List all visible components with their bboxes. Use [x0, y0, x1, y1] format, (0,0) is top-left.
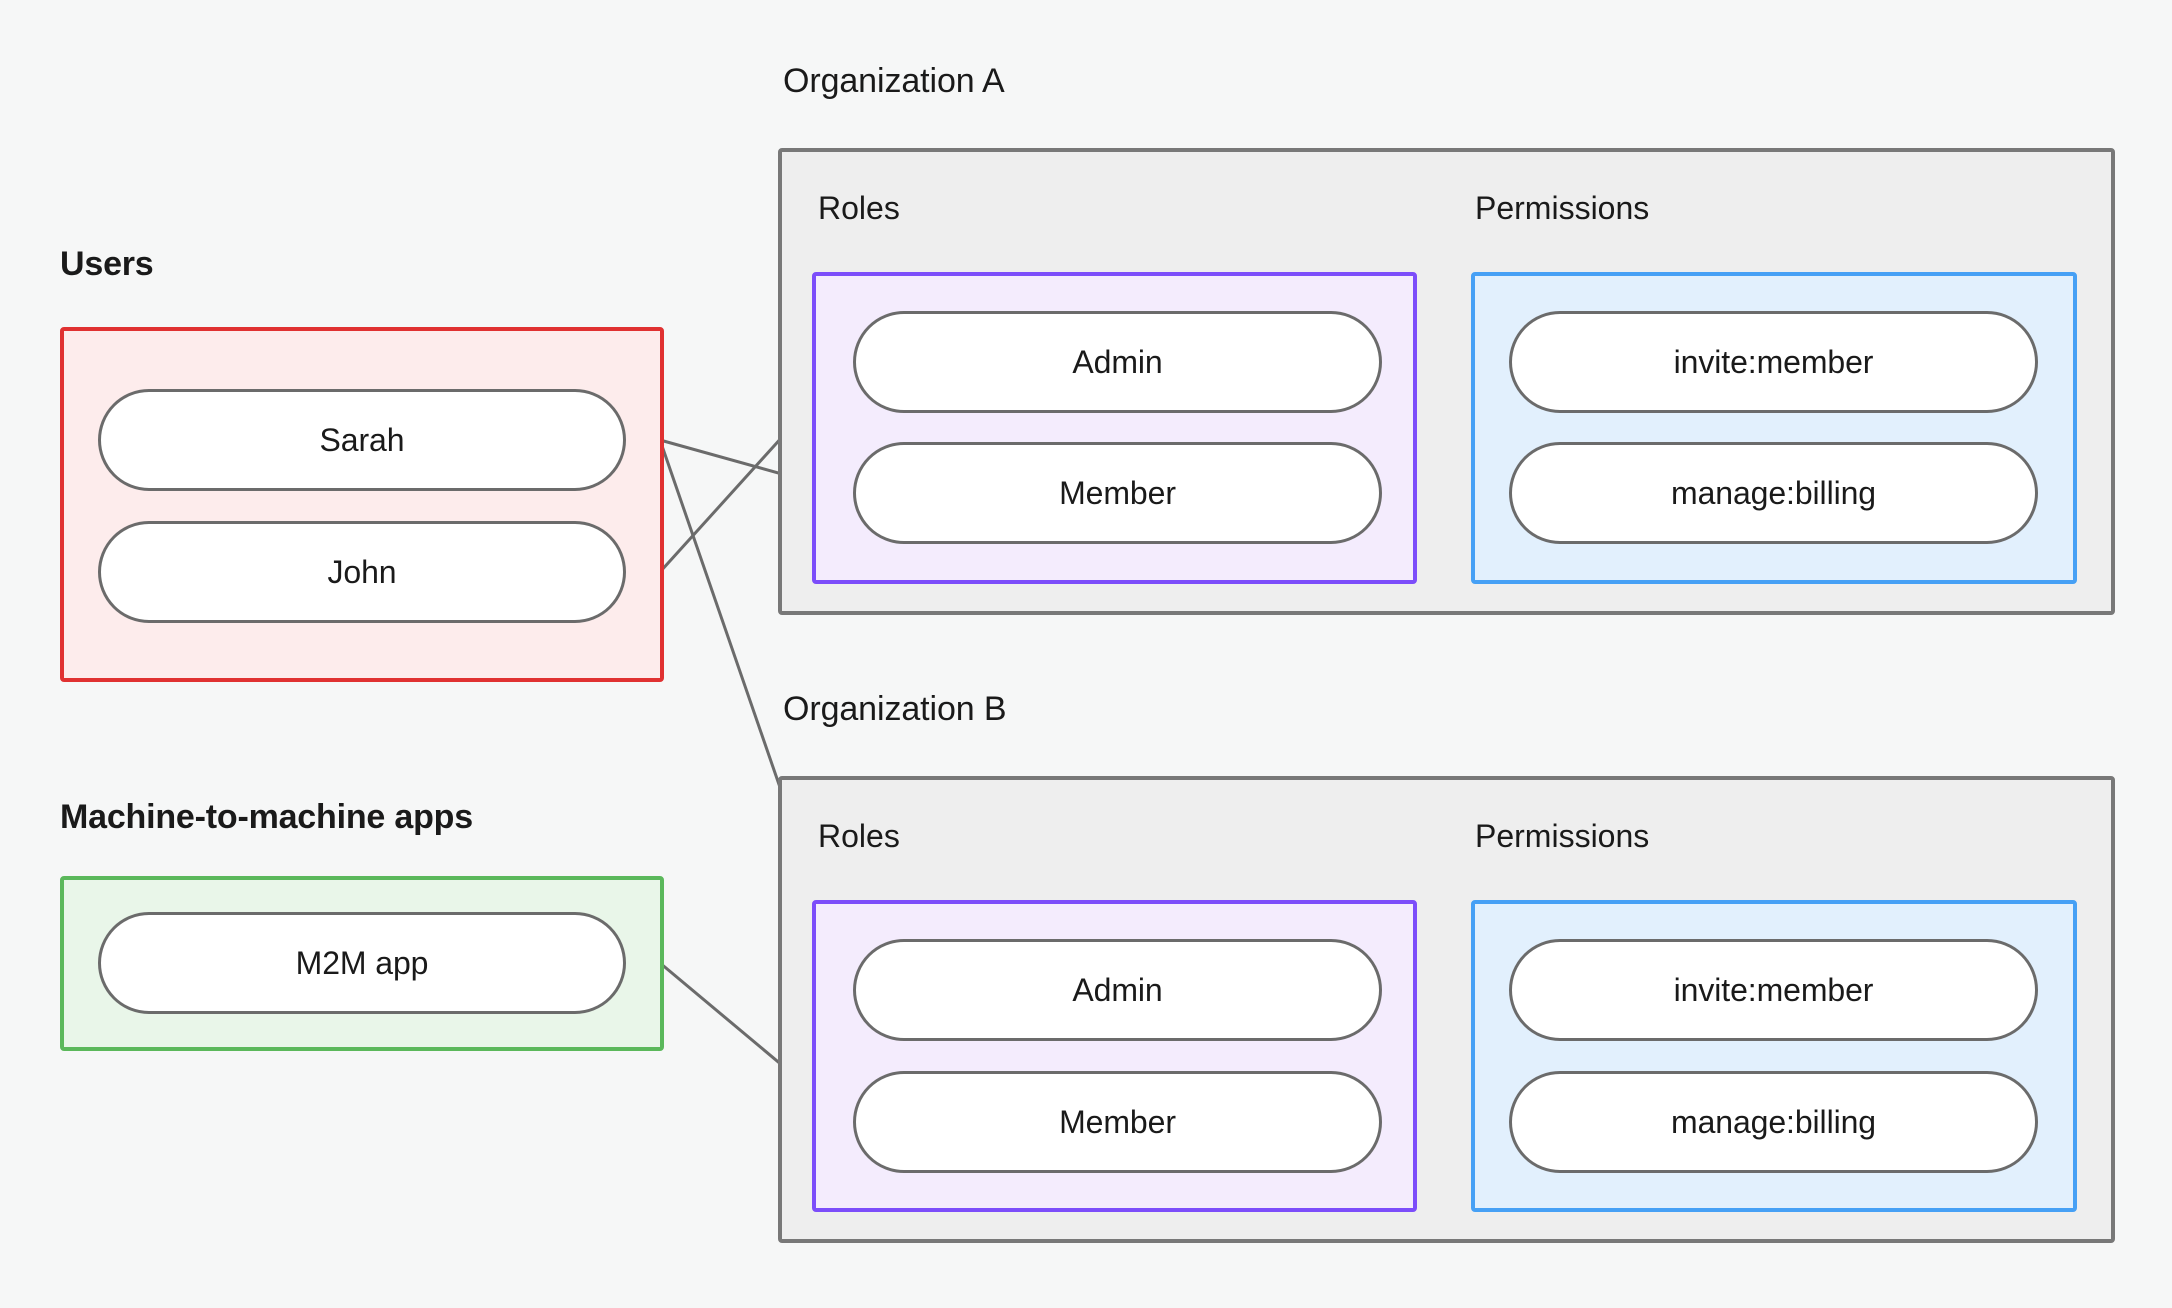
org-b-permissions-label: Permissions	[1475, 818, 1650, 854]
org-b-permission-manage-billing[interactable]: manage:billing	[1509, 1071, 2038, 1173]
m2m-section-title: Machine-to-machine apps	[60, 798, 473, 836]
org-a-role-member[interactable]: Member	[853, 442, 1382, 544]
org-a-permissions-label: Permissions	[1475, 190, 1650, 226]
m2m-node-app[interactable]: M2M app	[98, 912, 626, 1014]
org-a-role-admin[interactable]: Admin	[853, 311, 1382, 413]
user-node-john[interactable]: John	[98, 521, 626, 623]
org-a-permission-invite-member[interactable]: invite:member	[1509, 311, 2038, 413]
organization-b-title: Organization B	[783, 690, 1007, 728]
users-section-title: Users	[60, 245, 154, 283]
org-b-roles-label: Roles	[818, 818, 900, 854]
org-a-permission-manage-billing[interactable]: manage:billing	[1509, 442, 2038, 544]
org-b-permission-invite-member[interactable]: invite:member	[1509, 939, 2038, 1041]
org-a-roles-label: Roles	[818, 190, 900, 226]
users-container	[60, 327, 664, 682]
organization-a-title: Organization A	[783, 62, 1005, 100]
user-node-sarah[interactable]: Sarah	[98, 389, 626, 491]
org-b-role-member[interactable]: Member	[853, 1071, 1382, 1173]
org-b-role-admin[interactable]: Admin	[853, 939, 1382, 1041]
